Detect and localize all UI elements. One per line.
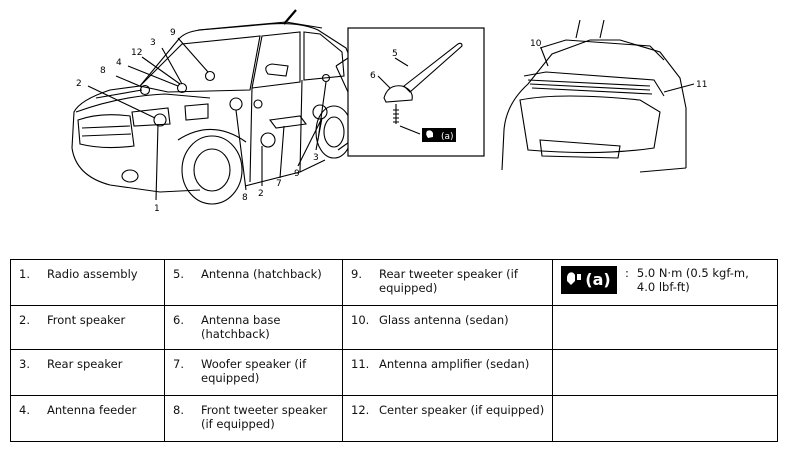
hatchback-car-drawing: [71, 9, 359, 205]
table-row: 4. Antenna feeder 8. Front tweeter speaker…: [10, 395, 778, 442]
wrench-icon: [426, 130, 433, 138]
item-label: Antenna amplifier (sedan): [379, 357, 530, 371]
item-number: 7.: [173, 357, 184, 371]
item-label: Front speaker: [47, 313, 126, 327]
empty-cell: [552, 395, 778, 442]
callout-label: 7: [276, 179, 282, 189]
callout-label: 9: [294, 169, 300, 179]
item-number: 1.: [19, 267, 30, 281]
table-row: 1. Radio assembly 5. Antenna (hatchback) 9…: [10, 259, 778, 306]
item-number: 10.: [351, 313, 370, 327]
callout-label: 2: [76, 79, 82, 89]
callout-label: 3: [150, 38, 156, 48]
torque-spec: (a) : 5.0 N·m (0.5 kgf-m, 4.0 lbf-ft): [553, 260, 777, 294]
item-label: Antenna base (hatchback): [201, 313, 281, 341]
item-label: Glass antenna (sedan): [379, 313, 509, 327]
torque-colon: :: [625, 266, 629, 280]
antenna-base-icon: [383, 85, 413, 103]
callout-label: 8: [242, 193, 248, 203]
item-label: Center speaker (if equipped): [379, 403, 545, 417]
callout-label: 12: [131, 48, 142, 58]
audio-system-diagram: 9 3 12 4 8 2 1 8 2 7 9 3 5 6 (a): [71, 9, 707, 214]
item-number: 5.: [173, 267, 184, 281]
callout-label: 10: [530, 39, 542, 49]
antenna-mast-icon: [403, 42, 463, 93]
callout-label: 9: [170, 28, 176, 38]
item-label: Front tweeter speaker (if equipped): [201, 403, 328, 431]
sedan-rear-drawing: [501, 19, 695, 173]
item-label: Woofer speaker (if equipped): [201, 357, 307, 385]
table-row: 3. Rear speaker 7. Woofer speaker (if equi…: [10, 349, 778, 396]
main-callouts: 9 3 12 4 8 2 1 8 2 7 9 3: [76, 28, 319, 214]
antenna-inset: 5 6 (a): [347, 27, 485, 157]
item-label: Antenna feeder: [47, 403, 137, 417]
item-label: Rear speaker: [47, 357, 123, 371]
item-number: 11.: [351, 357, 370, 371]
callout-label: 5: [392, 49, 398, 59]
item-label: Radio assembly: [47, 267, 138, 281]
item-number: 9.: [351, 267, 362, 281]
callout-label: 8: [100, 66, 106, 76]
torque-value: 5.0 N·m (0.5 kgf-m, 4.0 lbf-ft): [636, 266, 749, 294]
empty-cell: [552, 305, 778, 350]
callout-label: 6: [370, 71, 376, 81]
item-label: Antenna (hatchback): [201, 267, 322, 281]
callout-label: 3: [313, 153, 319, 163]
callout-label: 11: [696, 80, 707, 90]
callout-label: 4: [116, 58, 122, 68]
callout-label: 1: [154, 204, 160, 214]
item-number: 6.: [173, 313, 184, 327]
empty-cell: [552, 349, 778, 396]
torque-badge-label: (a): [585, 270, 611, 289]
torque-badge: (a): [561, 266, 617, 294]
callout-label: 2: [258, 189, 264, 199]
item-number: 3.: [19, 357, 30, 371]
glass-antenna-lines: [523, 71, 665, 97]
item-number: 12.: [351, 403, 370, 417]
torque-badge-inset-label: (a): [441, 132, 454, 142]
item-label: Rear tweeter speaker (if equipped): [379, 267, 518, 295]
item-number: 8.: [173, 403, 184, 417]
item-number: 2.: [19, 313, 30, 327]
wrench-icon: [567, 272, 582, 285]
table-row: 2. Front speaker 6. Antenna base (hatchbac…: [10, 305, 778, 350]
item-number: 4.: [19, 403, 30, 417]
parts-legend-table: 1. Radio assembly 5. Antenna (hatchback) 9…: [10, 259, 778, 442]
